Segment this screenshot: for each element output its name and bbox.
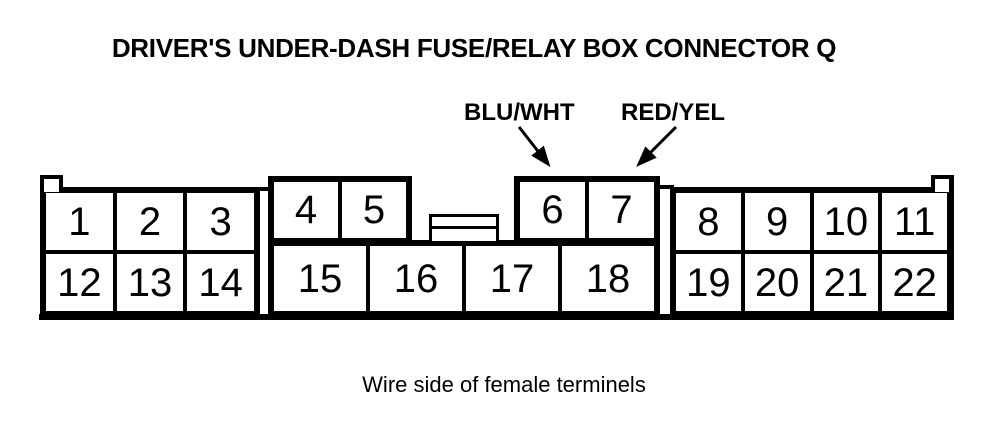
housing-slot-cover-left bbox=[256, 187, 272, 191]
terminal-18: 18 bbox=[560, 244, 656, 313]
terminal-1: 1 bbox=[44, 191, 115, 252]
housing-slot-cover-right bbox=[656, 185, 674, 189]
terminal-4: 4 bbox=[272, 180, 340, 240]
terminal-7: 7 bbox=[587, 180, 656, 240]
caption: Wire side of female terminels bbox=[362, 372, 646, 397]
housing-bottom-edge bbox=[39, 314, 954, 320]
terminal-8: 8 bbox=[674, 191, 743, 252]
terminal-block-left: 1 2 3 12 13 14 bbox=[40, 187, 260, 317]
page-title: DRIVER'S UNDER-DASH FUSE/RELAY BOX CONNE… bbox=[111, 33, 837, 63]
terminal-14: 14 bbox=[185, 252, 256, 313]
terminal-11: 11 bbox=[880, 191, 949, 252]
terminal-3: 3 bbox=[185, 191, 256, 252]
terminal-21: 21 bbox=[811, 252, 881, 313]
terminal-9: 9 bbox=[742, 191, 812, 252]
terminal-16: 16 bbox=[368, 244, 464, 313]
wire-label-red-yel: RED/YEL bbox=[621, 99, 726, 126]
terminal-22: 22 bbox=[880, 252, 949, 313]
terminal-block-right: 8 9 10 11 19 20 21 22 bbox=[670, 187, 954, 317]
terminal-20: 20 bbox=[742, 252, 812, 313]
terminal-block-center-bottom-row: 15 16 17 18 bbox=[268, 240, 660, 317]
terminal-12: 12 bbox=[44, 252, 115, 313]
terminal-10: 10 bbox=[811, 191, 881, 252]
raised-terminal-pair-6-7: 6 7 bbox=[514, 176, 660, 244]
terminal-5: 5 bbox=[340, 180, 408, 240]
terminal-19: 19 bbox=[674, 252, 743, 313]
wire-label-blu-wht: BLU/WHT bbox=[464, 99, 575, 126]
arrow-blu-wht-to-terminal-6 bbox=[517, 126, 551, 168]
raised-terminal-pair-4-5: 4 5 bbox=[268, 176, 412, 244]
housing-keying-tab bbox=[429, 214, 499, 244]
terminal-2: 2 bbox=[114, 191, 186, 252]
terminal-17: 17 bbox=[464, 244, 560, 313]
keying-tab-line bbox=[431, 226, 497, 229]
right-corner-step-tab bbox=[931, 175, 954, 192]
terminal-6: 6 bbox=[518, 180, 587, 240]
left-corner-step-tab bbox=[40, 175, 63, 192]
terminal-15: 15 bbox=[272, 244, 368, 313]
terminal-13: 13 bbox=[114, 252, 186, 313]
arrow-red-yel-to-terminal-7 bbox=[636, 125, 678, 167]
